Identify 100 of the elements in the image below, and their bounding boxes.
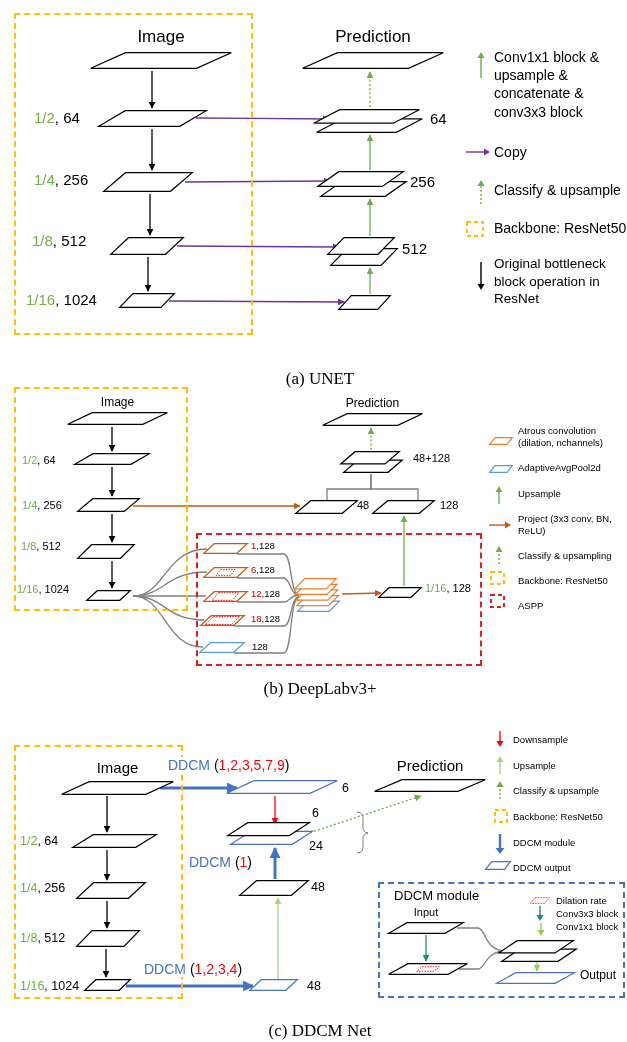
annotation-label: 1/2, 64 [20, 834, 59, 848]
parallelogram-shape [77, 544, 135, 559]
parallelogram-shape [249, 979, 298, 991]
legend-text: Conv1x1 block [556, 921, 619, 934]
arrow [148, 128, 156, 171]
connector-line [370, 473, 419, 501]
annotation-label: 12,128 [251, 588, 281, 599]
arrow [102, 948, 110, 978]
arrow [341, 589, 382, 597]
arrow [400, 515, 408, 587]
parallelogram-shape [77, 498, 140, 512]
parallelogram-shape [295, 500, 358, 514]
heading: Prediction [396, 757, 464, 775]
parallelogram-shape [496, 972, 575, 984]
legend-text: Classify & upsampling [518, 550, 612, 563]
arrow [126, 980, 255, 992]
annotation-label: 1/16, 1024 [26, 291, 97, 308]
dashed-frame [196, 533, 482, 666]
connector-line [236, 594, 300, 603]
stacked-parallelograms [498, 940, 577, 962]
figure-caption: (c) DDCM Net [268, 1021, 372, 1041]
legend-text: AdaptiveAvgPool2d [518, 462, 601, 475]
connector-line [233, 596, 300, 627]
heading: Prediction [345, 396, 400, 411]
legend-text: Upsample [518, 488, 561, 501]
arrow [103, 849, 111, 881]
legend-text: DDCM output [513, 862, 571, 875]
annotation-label: 1/4, 256 [20, 881, 66, 895]
parallelogram-shape [203, 543, 248, 554]
dashed-frame [378, 882, 625, 998]
annotation-label: 18,128 [251, 613, 281, 624]
arrow [103, 900, 111, 929]
legend-text: ASPP [518, 600, 544, 613]
figure-caption: (b) DeepLabv3+ [263, 679, 377, 699]
annotation-label: 1/8, 512 [32, 232, 87, 249]
arrow [366, 134, 374, 171]
heading: Image [100, 395, 135, 410]
annotation-label: 128 [252, 641, 268, 652]
annotation-label: 48 [311, 880, 325, 894]
parallelogram-shape [86, 590, 131, 601]
legend-text: Upsample [513, 760, 556, 773]
connector-line [132, 595, 204, 648]
parallelogram-shape [378, 587, 422, 598]
heading: Input [413, 906, 439, 920]
annotation-label: 1/2, 64 [22, 454, 56, 466]
annotation-label: 24 [309, 839, 323, 853]
legend-text: Classify & upsample [513, 785, 600, 798]
annotation-label: 48 [357, 499, 370, 511]
parallelogram-shape [72, 834, 157, 848]
legend-text: Copy [494, 143, 527, 162]
annotation-label: 1/8, 512 [21, 540, 61, 552]
annotation-label: 6,128 [251, 564, 275, 575]
arrow [160, 782, 239, 794]
legend-text: Conv3x3 block [556, 908, 619, 921]
legend-text: Conv1x1 block & upsample & concatenate & conv3x3 block [494, 48, 601, 121]
parallelogram-shape [103, 172, 193, 192]
annotation-label: 1/16, 1024 [20, 979, 80, 993]
heading: DDCM module [394, 888, 480, 903]
annotation-label: 1/4, 256 [34, 171, 89, 188]
parallelogram-shape [84, 979, 131, 991]
parallelogram-shape [110, 237, 184, 255]
arrow [168, 298, 345, 306]
arrow [366, 267, 374, 295]
annotation-label: 1/2, 64 [34, 109, 80, 126]
legend-text: Backbone: ResNet50 [518, 575, 608, 588]
dashed-frame [14, 387, 188, 611]
annotation-label: 1/16, 128 [425, 582, 471, 594]
parallelogram-shape [74, 453, 150, 465]
stacked-parallelograms [313, 109, 423, 133]
legend-text: Backbone: ResNet50 [494, 219, 627, 238]
parallelogram-shape [338, 295, 391, 310]
heading: Image [96, 759, 139, 777]
arrow [146, 193, 154, 236]
parallelogram-shape [203, 591, 248, 602]
legend-text: Original bottleneck block operation in ResNet [494, 255, 607, 308]
parallelogram-shape [98, 110, 207, 127]
parallelogram-shape [388, 963, 468, 975]
arrow [132, 502, 301, 510]
legend-text: Backbone: ResNet50 [513, 811, 603, 824]
arrow [148, 70, 156, 109]
edge-label: DDCM (1,2,3,5,7,9) [168, 757, 290, 773]
parallelogram-shape [199, 642, 245, 653]
parallelogram-shape [200, 615, 245, 626]
connector-line [233, 596, 300, 654]
legend-text: DDCM module [513, 837, 576, 850]
parallelogram-shape [76, 930, 140, 947]
figure-caption: (a) UNET [285, 369, 355, 389]
heading: Prediction [335, 27, 411, 48]
parallelogram-shape [76, 882, 146, 899]
stacked-parallelograms [340, 451, 403, 473]
legend-text: Downsample [513, 734, 568, 747]
annotation-label: 1/8, 512 [20, 931, 66, 945]
parallelogram-shape [239, 880, 309, 896]
arrow [422, 934, 430, 962]
edge-label: DDCM (1,2,3,4) [144, 961, 243, 977]
annotation-label: 6 [342, 781, 349, 795]
heading: Image [137, 27, 185, 48]
arrow [108, 560, 116, 589]
arrow [366, 198, 374, 237]
parallelogram-shape [226, 780, 338, 794]
